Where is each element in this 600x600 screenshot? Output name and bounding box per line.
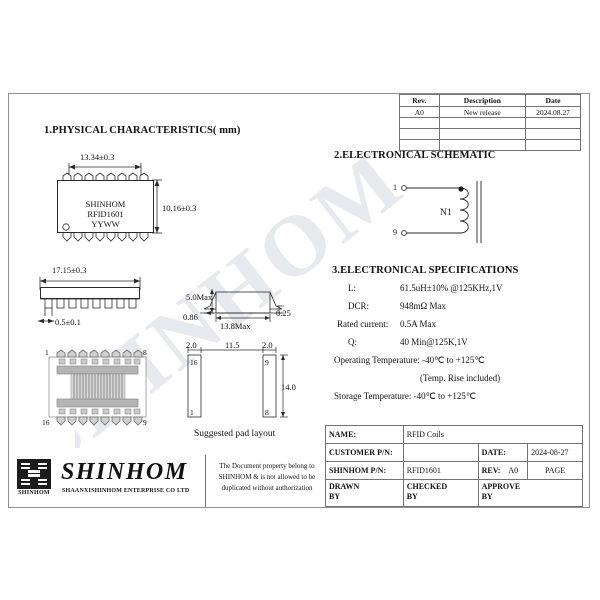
title-checked-by: CHECKED BY	[402, 479, 479, 507]
section-heading-specs: 3.ELECTRONICAL SPECIFICATIONS	[332, 265, 519, 276]
rev-cell-date	[525, 139, 581, 151]
spec-label-l: L:	[348, 283, 356, 293]
copyright-notice: The Document property belong to SHINHOM …	[218, 462, 316, 492]
logo-divider	[205, 455, 206, 507]
drawing-frame	[8, 93, 590, 508]
table-row	[399, 117, 581, 129]
schematic-winding-label: N1	[440, 208, 452, 218]
spec-storage-temperature: Storage Temperature: -40℃ to +125℃	[334, 391, 476, 401]
internal-pin-top-left: 1	[45, 348, 49, 357]
spec-temperature-note: (Temp. Rise included)	[420, 373, 501, 383]
revision-table: Rev. Description Date A0 New release 202…	[399, 94, 581, 151]
title-value-rev: A0	[508, 466, 519, 475]
title-row-name: NAME: RFID Coils	[325, 425, 584, 444]
schematic-pin-top: 1	[393, 183, 397, 192]
title-label-date: DATE:	[477, 443, 529, 462]
top-view-height-dim: 10.16±0.3	[162, 203, 197, 213]
title-value-date: 2024-08-27	[527, 443, 583, 462]
pad-pin-bottom-right: 8	[265, 408, 269, 417]
logo-company-subtitle: SHAANXISHINHOM ENTERPRISE CO LTD	[62, 488, 190, 494]
title-row-signoff: DRAWN BY CHECKED BY APPROVE BY	[325, 479, 584, 507]
title-approve-by: APPROVE BY	[477, 479, 584, 507]
section-heading-schematic: 2.ELECTRONICAL SCHEMATIC	[334, 150, 496, 161]
company-logo-icon	[17, 459, 51, 489]
table-row: A0 New release 2024.08.27	[399, 106, 581, 118]
top-view-body	[57, 180, 154, 233]
internal-pin-bottom-left: 16	[42, 418, 50, 427]
logo-block: SHINHOM SHINHOM SHAANXISHINHOM ENTERPRIS…	[9, 455, 325, 507]
title-label-page: PAGE	[527, 461, 583, 480]
title-label-name: NAME:	[325, 425, 404, 444]
logo-caption: SHINHOM	[18, 490, 50, 496]
spec-value-l: 61.5uH±10% @125KHz,1V	[400, 283, 503, 293]
title-value-name: RFID Coils	[402, 425, 584, 444]
title-row-customer-pn: CUSTOMER P/N: DATE: 2024-08-27	[325, 443, 583, 462]
side-view-pin-dim: 0.5±0.1	[55, 317, 81, 327]
pad-pin-top-left: 16	[190, 358, 198, 367]
top-view-marking-line1: SHINHOM	[85, 199, 126, 209]
title-row-shinhom-pn: SHINHOM P/N: RFID1601 REV: A0 PAGE	[325, 461, 583, 480]
top-view-width-dim: 13.34±0.3	[80, 152, 115, 162]
spec-operating-temperature: Operating Temperature: -40℃ to +125℃	[334, 355, 485, 365]
logo-company-name: SHINHOM	[61, 459, 188, 485]
top-view-marking-line2: RFID1601	[87, 209, 124, 219]
table-row	[399, 139, 581, 151]
title-value-customer-pn	[402, 443, 479, 462]
title-label-shinhom-pn: SHINHOM P/N:	[325, 461, 404, 480]
schematic-pin-bottom: 9	[393, 228, 397, 237]
end-view-height-dim: 5.0Max	[186, 292, 213, 302]
pad-layout-dim-mid: 11.5	[225, 340, 240, 350]
top-view-marking-line3: YYWW	[91, 219, 120, 229]
internal-pin-bottom-right: 9	[143, 418, 147, 427]
pad-layout-dim-right: 2.0	[262, 340, 273, 350]
title-rev-cell: REV: A0	[477, 461, 529, 480]
internal-pin-top-right: 8	[143, 348, 147, 357]
side-view-width-dim: 17.15±0.3	[52, 265, 87, 275]
end-view-lead-dim: 0.86	[183, 312, 198, 322]
title-label-customer-pn: CUSTOMER P/N:	[325, 443, 404, 462]
title-block: NAME: RFID Coils CUSTOMER P/N: DATE: 202…	[325, 425, 584, 507]
spec-value-dcr: 948mΩ Max	[400, 301, 446, 311]
pad-layout-dim-left: 2.0	[186, 340, 197, 350]
pad-layout-dim-height: 14.0	[281, 382, 296, 392]
spec-value-q: 40 Min@125K,1V	[400, 337, 468, 347]
side-view-body	[40, 287, 140, 299]
title-label-rev: REV:	[481, 466, 501, 475]
pad-layout-caption: Suggested pad layout	[194, 429, 276, 439]
title-value-shinhom-pn: RFID1601	[402, 461, 479, 480]
pad-pin-top-right: 9	[265, 358, 269, 367]
spec-value-rated-current-text: 0.5A Max	[400, 319, 436, 329]
table-row	[399, 128, 581, 140]
section-heading-physical: 1.PHYSICAL CHARACTERISTICS( mm)	[44, 125, 241, 136]
pad-pin-bottom-left: 1	[190, 408, 194, 417]
spec-label-rated-current: Rated current:	[337, 319, 389, 329]
spec-label-dcr: DCR:	[348, 301, 370, 311]
end-view-body-dim: 13.8Max	[220, 321, 251, 331]
spec-label-q: Q:	[348, 337, 357, 347]
title-drawn-by: DRAWN BY	[325, 479, 404, 507]
